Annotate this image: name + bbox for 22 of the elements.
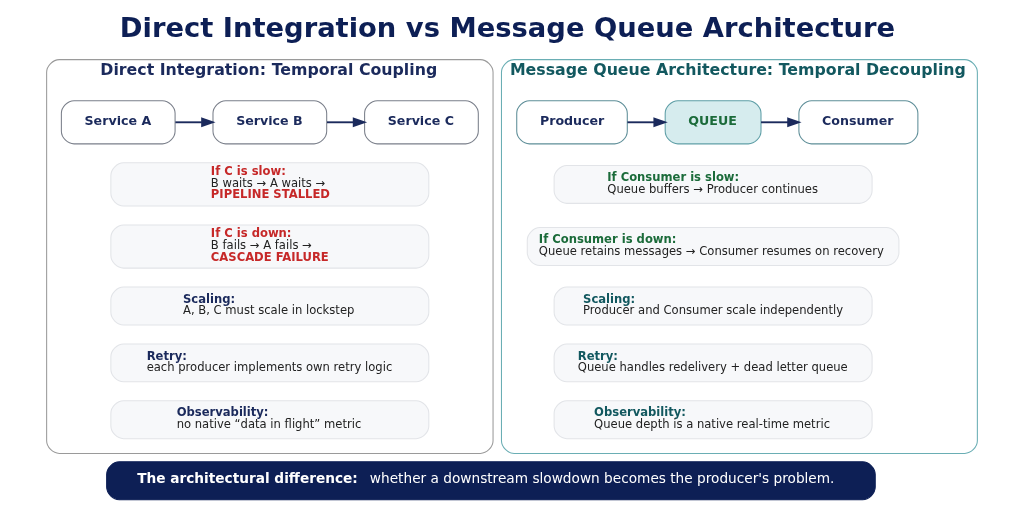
node-box: If Consumer is slow: Queue buffers → Producer continues [553,164,873,204]
node-box: If C is down: B fails → A fails → CASCADE FAILURE [110,224,430,269]
node-box: Consumer [798,100,919,145]
arrow [626,117,668,128]
arrow [760,117,802,128]
node-box: If Consumer is down: Queue retains messages → Consumer resumes on recovery [526,227,900,266]
node-box: If C is slow: B waits → A waits → PIPELINE STALLED [110,162,430,207]
node-box: Observability: Queue depth is a native real-time metric [553,400,873,440]
node-box: The architectural difference: whether a downstream slowdown becomes the producer's problem. [106,461,876,501]
node-box: Retry: each producer implements own retry logic [110,343,430,383]
node-box: Service C [364,100,479,145]
node-box: Observability: no native “data in flight” metric [110,400,430,440]
node-box: Retry: Queue handles redelivery + dead letter queue [553,343,873,383]
node-box: QUEUE [664,100,762,145]
arrow [326,117,368,128]
node-box: Producer [516,100,628,145]
node-box: Scaling: Producer and Consumer scale independently [553,286,873,326]
node-box: Service A [60,100,176,145]
arrow [174,117,216,128]
diagram-title: Direct Integration vs Message Queue Architecture [119,12,896,44]
node-box: Service B [212,100,328,145]
node-box: Scaling: A, B, C must scale in lockstep [110,286,430,326]
